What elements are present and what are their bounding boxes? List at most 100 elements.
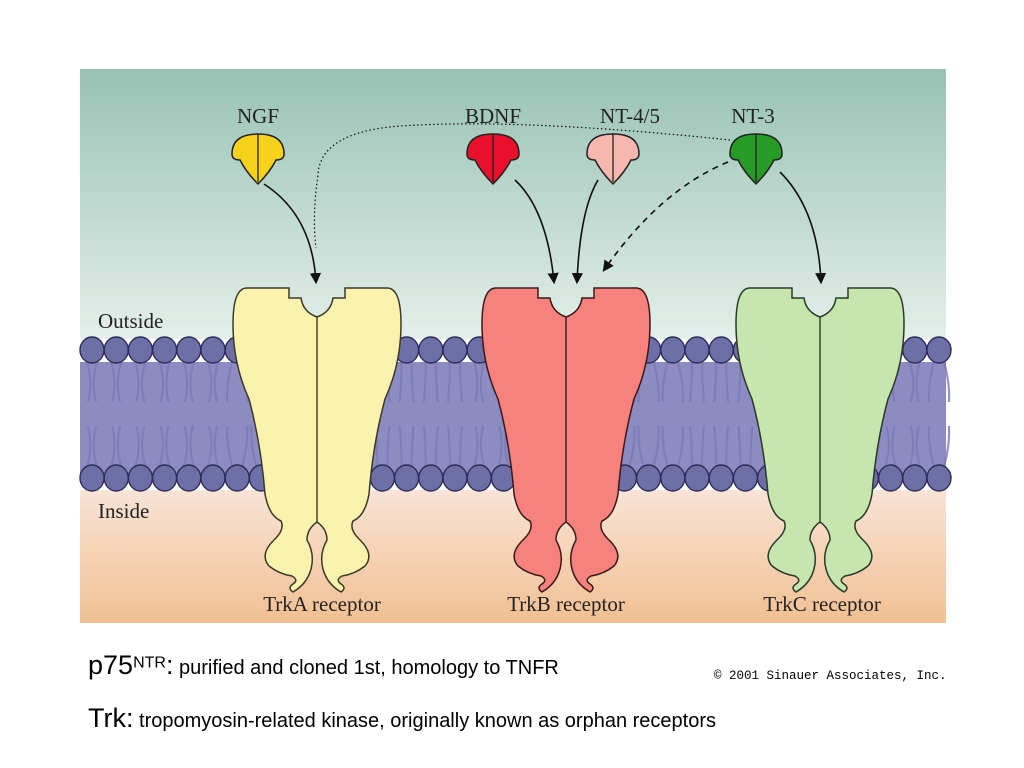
lipid-tail — [134, 425, 147, 467]
lipid-head — [224, 464, 250, 492]
lipid-head — [79, 464, 105, 492]
receptor-trka — [232, 287, 402, 593]
lipid-head — [79, 336, 105, 364]
ngf-to-trka-arrow — [263, 183, 322, 285]
trkc-label: TrkC receptor — [763, 592, 881, 616]
trkb-label: TrkB receptor — [507, 592, 625, 616]
lipid-tail — [398, 361, 415, 403]
ligand-nt45 — [586, 133, 640, 186]
lipid-tail — [85, 425, 99, 467]
lipid-head — [151, 464, 178, 492]
binding-arrows — [263, 123, 827, 285]
lipid-tail — [688, 425, 706, 467]
lipid-head — [200, 336, 226, 364]
lipid-head — [877, 464, 904, 492]
lipid-tail — [206, 425, 220, 467]
lipid-head — [442, 336, 468, 364]
lipid-head — [127, 464, 154, 492]
bdnf-label: BDNF — [465, 104, 521, 128]
nt45-label: NT-4/5 — [600, 104, 660, 128]
lipid-head — [926, 464, 952, 492]
lipid-tail — [908, 361, 921, 403]
lipid-head — [393, 464, 420, 492]
ligand-ngf — [231, 133, 285, 186]
lipid-tail — [206, 361, 220, 403]
lipid-head — [176, 464, 202, 492]
lipid-tail — [446, 361, 464, 403]
lipid-head — [732, 464, 759, 492]
lipid-tail — [637, 425, 660, 467]
lipid-head — [660, 464, 686, 492]
caption-trk: Trk: tropomyosin-related kinase, origina… — [88, 703, 716, 734]
lipid-tail — [182, 425, 195, 467]
lipid-tail — [661, 361, 685, 403]
inside-label: Inside — [98, 499, 149, 523]
copyright-notice: © 2001 Sinauer Associates, Inc. — [714, 669, 947, 683]
lipid-tail — [446, 425, 464, 467]
lipid-tail — [884, 425, 897, 467]
lipid-head — [127, 336, 154, 364]
caption-p75-separator: : — [165, 650, 174, 680]
lipid-tail — [158, 361, 171, 403]
nt45-to-trkb-arrow — [571, 179, 599, 285]
lipid-head — [466, 464, 492, 492]
ngf-label: NGF — [237, 104, 279, 128]
lipid-head — [369, 464, 396, 492]
lipid-head — [151, 336, 178, 364]
lipid-head — [684, 464, 710, 492]
lipid-tail — [927, 361, 951, 403]
lipid-tail — [182, 361, 195, 403]
lipid-head — [418, 336, 444, 364]
trka-label: TrkA receptor — [263, 592, 381, 616]
lipid-tail — [110, 425, 123, 467]
lipid-tail — [737, 425, 754, 467]
lipid-tail — [688, 361, 706, 403]
lipid-head — [635, 464, 662, 492]
caption-p75-superscript: NTR — [133, 654, 166, 672]
lipid-head — [660, 336, 686, 364]
nt3-to-trkb-dashed-arrow — [602, 161, 729, 272]
lipid-head — [902, 464, 928, 492]
receptor-trkc — [735, 287, 905, 593]
caption-trk-text: tropomyosin-related kinase, originally k… — [133, 710, 717, 732]
caption-p75-text: purified and cloned 1st, homology to TNF… — [173, 657, 559, 679]
lipid-tail — [422, 361, 439, 403]
lipid-tail — [110, 361, 123, 403]
ligand-bdnf — [466, 133, 520, 186]
lipid-head — [442, 464, 468, 492]
lipid-head — [708, 336, 734, 364]
lipid-tail — [473, 425, 486, 467]
caption-p75: p75NTR: purified and cloned 1st, homolog… — [88, 650, 559, 681]
lipid-tail — [908, 425, 921, 467]
lipid-head — [103, 336, 129, 364]
lipid-tail — [661, 425, 685, 467]
lipid-tail — [473, 361, 486, 403]
caption-trk-term: Trk: — [88, 703, 134, 733]
lipid-tail — [134, 361, 147, 403]
nt3-to-trka-dotted-path — [313, 123, 731, 249]
outside-label: Outside — [98, 309, 163, 333]
lipid-head — [418, 464, 444, 492]
lipid-tail — [158, 425, 171, 467]
lipid-head — [902, 336, 928, 364]
lipid-tail — [422, 425, 439, 467]
lipid-tail — [398, 425, 415, 467]
lipid-tail — [85, 361, 99, 403]
nt3-to-trkc-arrow — [779, 171, 827, 285]
lipid-head — [176, 336, 202, 364]
bdnf-to-trkb-arrow — [514, 179, 559, 285]
lipid-tail — [225, 425, 249, 467]
lipid-head — [103, 464, 129, 492]
lipid-tail — [713, 361, 730, 403]
nt3-label: NT-3 — [731, 104, 775, 128]
caption-p75-term: p75 — [88, 650, 134, 680]
lipid-tail — [927, 425, 951, 467]
lipid-head — [926, 336, 952, 364]
receptor-trkb — [481, 287, 651, 593]
ligand-nt3 — [729, 133, 783, 186]
lipid-head — [684, 336, 710, 364]
lipid-head — [200, 464, 226, 492]
lipid-tail — [713, 425, 730, 467]
lipid-head — [708, 464, 734, 492]
